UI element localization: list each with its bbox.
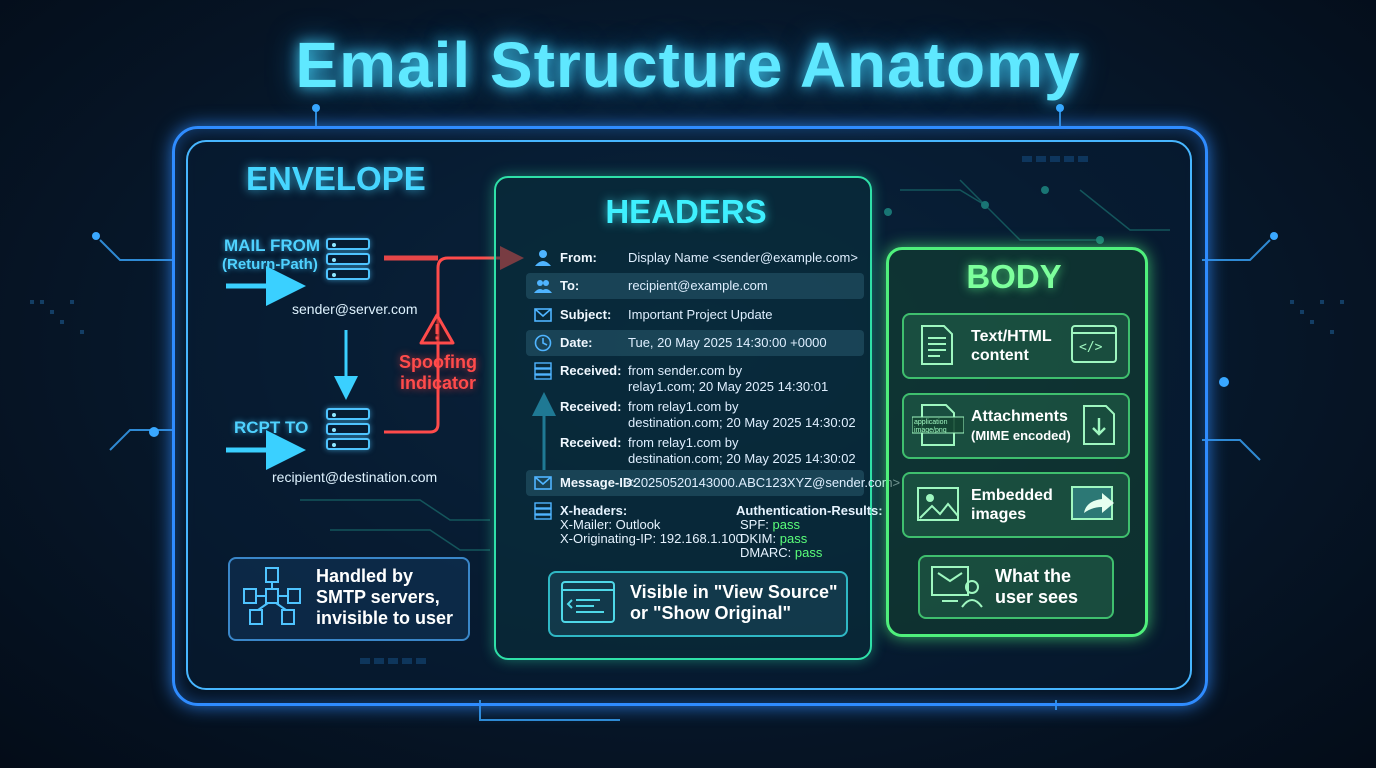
document-icon [921,325,953,365]
body-title: BODY [966,258,1062,295]
spoofing-indicator-label: Spoofing indicator [399,352,477,393]
header-key: To: [560,278,580,293]
spf-result: SPF: pass [740,517,800,532]
dkim-result: DKIM: pass [740,531,808,546]
header-value: recipient@example.com [628,278,768,293]
user-icon [535,250,551,266]
received-key: Received: [560,399,622,414]
share-image-icon [1071,486,1114,520]
network-servers-icon [243,567,301,625]
header-row-subject: Subject: Important Project Update [526,302,864,328]
header-row-to: To: recipient@example.com [526,273,864,299]
auth-title: Authentication-Results: [736,503,883,518]
user-monitor-icon [931,566,983,608]
view-source-text: Visible in "View Source" or "Show Origin… [630,582,838,623]
header-value: Tue, 20 May 2025 14:30:00 +0000 [628,335,827,350]
download-file-icon [1083,405,1115,445]
body-panel [886,247,1148,637]
code-window-icon [561,581,615,623]
clock-icon [534,334,552,352]
image-icon [917,487,959,521]
x-mailer: X-Mailer: Outlook [560,517,661,532]
handled-by-smtp-box [228,557,470,641]
dmarc-result: DMARC: pass [740,545,823,560]
header-key: Message-ID: [560,475,637,490]
sender-server-icon [326,238,370,283]
headers-title: HEADERS [605,193,767,230]
received-key: Received: [560,435,622,450]
x-headers-block: X-headers: X-Mailer: Outlook X-Originati… [560,504,743,546]
header-row-date: Date: Tue, 20 May 2025 14:30:00 +0000 [526,330,864,356]
header-value: Important Project Update [628,307,773,322]
page-title: Email Structure Anatomy [295,29,1081,101]
mail-from-label: MAIL FROM [224,236,321,255]
x-headers-title: X-headers: [560,503,628,518]
authentication-results-block: Authentication-Results: SPF: pass DKIM: … [736,504,883,560]
envelope-title: ENVELOPE [246,160,426,197]
sender-address: sender@server.com [292,301,418,317]
server-list-icon [534,362,552,380]
users-icon [534,280,552,293]
header-value: Display Name <sender@example.com> [628,250,858,265]
attachments-label: Attachments(MIME encoded) [971,408,1071,443]
headers-panel [494,176,872,660]
header-row-message-id: Message-ID: <20250520143000.ABC123XYZ@se… [526,470,900,496]
header-value: <20250520143000.ABC123XYZ@sender.com> [626,475,901,490]
handled-by-smtp-text: Handled by SMTP servers, invisible to us… [316,566,454,628]
x-originating-ip: X-Originating-IP: 192.168.1.100 [560,531,743,546]
envelope-icon [534,308,552,322]
recipient-address: recipient@destination.com [272,469,438,485]
header-key: From: [560,250,597,265]
svg-text:</>: </> [1079,340,1103,355]
code-window-icon: </> [1071,325,1117,363]
header-key: Subject: [560,307,612,322]
received-key: Received: [560,363,622,378]
server-list-icon [534,502,552,520]
header-row-from: From: Display Name <sender@example.com> [526,245,864,271]
recipient-server-icon [326,408,370,453]
warning-icon [419,313,455,345]
outer-frame [172,126,1208,706]
envelope-icon [534,476,552,490]
attachment-file-icon [912,404,964,446]
header-key: Date: [560,335,593,350]
